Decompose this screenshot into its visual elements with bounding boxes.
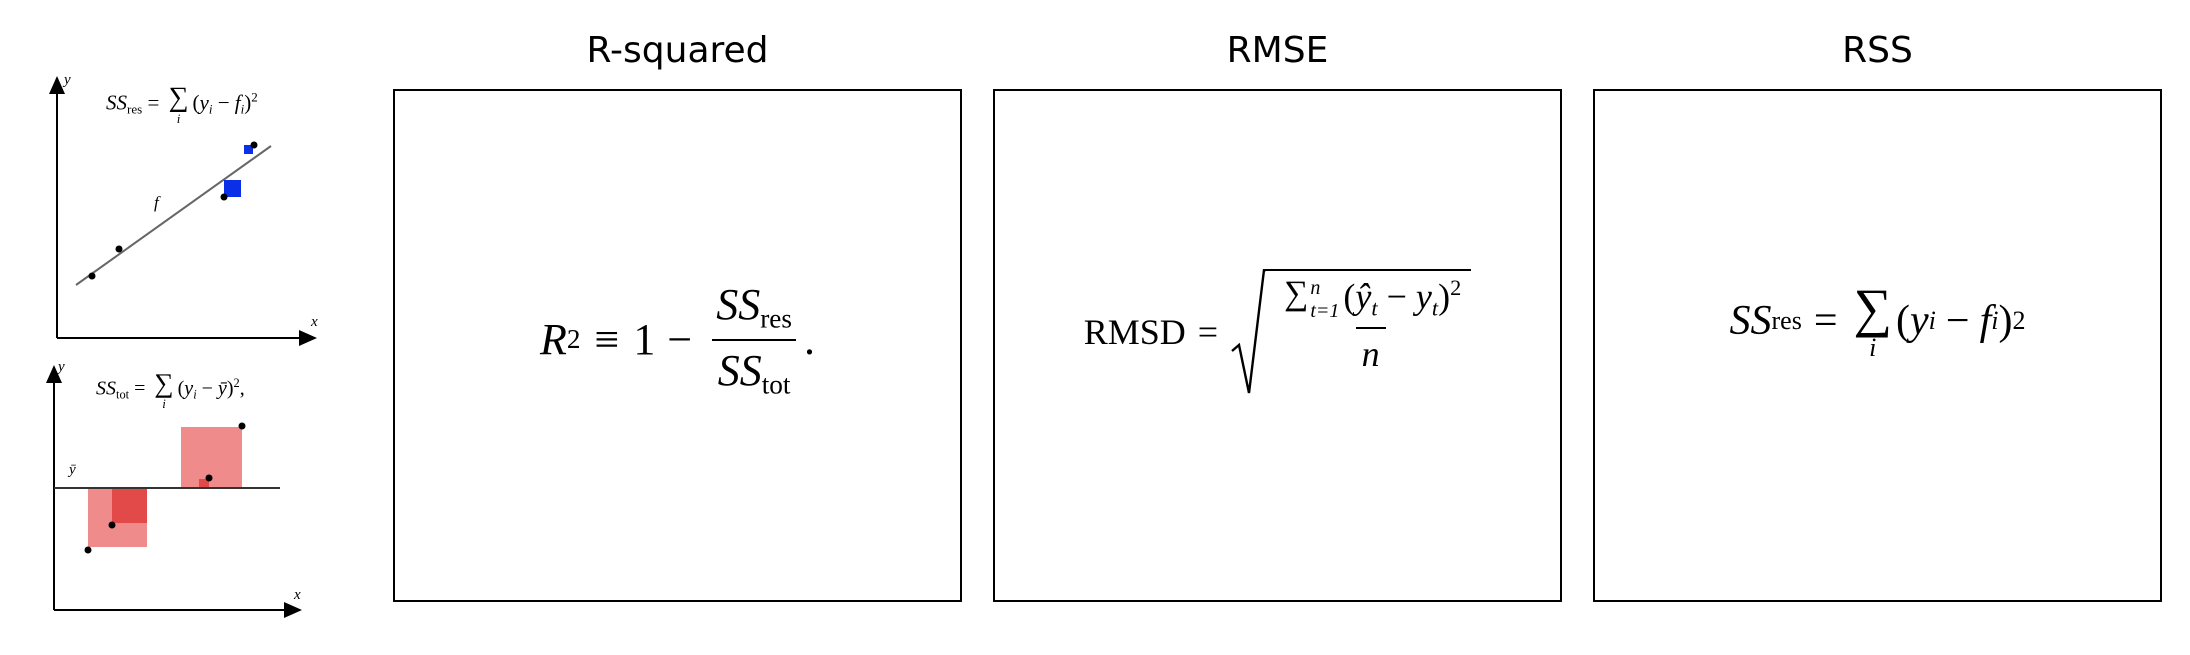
residual-plot xyxy=(49,76,317,346)
regression-line xyxy=(75,145,272,286)
mean-label: ȳ xyxy=(69,462,76,478)
data-point xyxy=(238,422,246,430)
r-squared-fraction: SSres SStot xyxy=(710,279,798,400)
total-sum-diagram: y x ȳ SStot = ∑i(yi − ȳ)2, xyxy=(0,355,360,655)
heading-rss: RSS xyxy=(1842,30,1913,71)
heading-rmse: RMSE xyxy=(1226,30,1329,71)
radical-sign xyxy=(1231,269,1267,394)
axis-y-label: y xyxy=(64,72,71,88)
data-point xyxy=(108,521,116,529)
residual-square xyxy=(112,488,147,523)
square-root: ∑ n t=1 (ŷt − yt)2 n xyxy=(1230,269,1472,395)
data-point xyxy=(88,272,96,280)
residual-square xyxy=(244,145,253,154)
line-label: f xyxy=(154,193,159,212)
data-point xyxy=(220,193,228,201)
data-point xyxy=(205,474,213,482)
heading-r-squared: R-squared xyxy=(586,30,769,71)
data-point xyxy=(115,245,123,253)
ss-tot-equation: SStot = ∑i(yi − ȳ)2, xyxy=(96,368,245,411)
total-sum-plot xyxy=(46,365,302,618)
data-point xyxy=(84,546,92,554)
axis-x-label: x xyxy=(294,587,301,603)
residual-square xyxy=(224,180,241,197)
residual-square xyxy=(199,479,209,488)
data-point xyxy=(250,141,258,149)
residual-diagram: y x f SSres = ∑i(yi − fi)2 xyxy=(0,0,360,360)
rmse-panel: RMSD = ∑ n t=1 (ŷt − xyxy=(993,89,1562,602)
rmse-formula: RMSD = ∑ n t=1 (ŷt − xyxy=(995,269,1560,395)
axis-x-label: x xyxy=(311,314,318,330)
axis-y-label: y xyxy=(58,359,65,375)
ss-res-equation: SSres = ∑i(yi − fi)2 xyxy=(106,82,258,126)
